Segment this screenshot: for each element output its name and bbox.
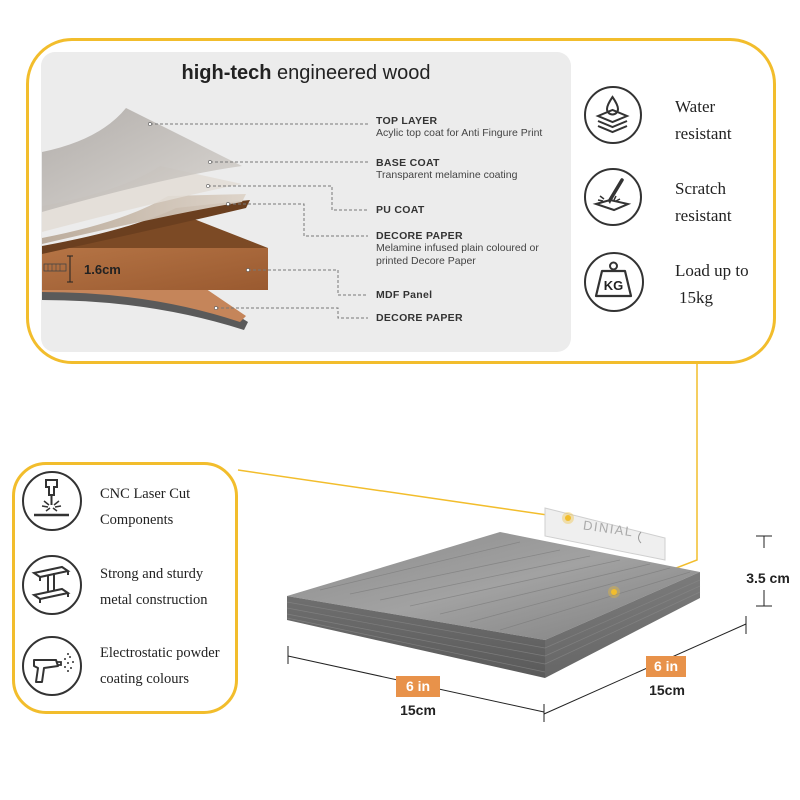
shelf-side [545, 572, 700, 678]
label-decore-paper-desc: Melamine infused plain coloured or [376, 242, 539, 254]
label-decore-paper-bottom-title: DECORE PAPER [376, 312, 463, 324]
shelf-top [287, 532, 700, 640]
label-base-coat: BASE COAT Transparent melamine coating [376, 157, 517, 182]
leader-lines [150, 123, 368, 319]
label-top-layer: TOP LAYER Acylic top coat for Anti Fingu… [376, 115, 542, 140]
dimension-width-cm: 15cm [649, 682, 685, 698]
layer-mdf-front [42, 248, 268, 290]
label-mdf-panel: MDF Panel [376, 289, 432, 301]
dimension-depth-cm: 15cm [400, 702, 436, 718]
label-pu-coat: PU COAT [376, 204, 425, 216]
feature-cnc: CNC Laser Cut Components [100, 481, 190, 533]
label-top-layer-desc: Acylic top coat for Anti Fingure Print [376, 127, 543, 139]
layer-base-coat [42, 166, 242, 232]
shelf-front [287, 596, 545, 678]
feature-powder: Electrostatic powder coating colours [100, 640, 220, 692]
top-feature-panel [26, 38, 776, 364]
water-drop-icon [584, 86, 642, 144]
label-base-coat-title: BASE COAT [376, 157, 440, 169]
label-decore-paper-desc2: printed Decore Paper [376, 255, 476, 267]
spray-gun-icon [22, 636, 82, 696]
label-decore-paper-title: DECORE PAPER [376, 230, 463, 242]
layer-top [42, 108, 242, 212]
ruler-mark [43, 263, 67, 272]
feature-scratch-line1: Scratch [675, 179, 726, 198]
feature-cnc-line1: CNC Laser Cut [100, 486, 191, 502]
weight-icon-text: KG [603, 278, 624, 293]
layer-decore-top [42, 200, 250, 254]
main-title: high-tech engineered wood [0, 62, 612, 85]
feature-metal-line2: metal construction [100, 592, 208, 608]
dimension-width-in: 6 in [646, 656, 686, 677]
feature-load: Load up to 15kg [675, 257, 749, 311]
scratch-icon [584, 168, 642, 226]
main-title-rest: engineered wood [271, 62, 431, 84]
feature-scratch: Scratch resistant [675, 175, 732, 229]
feature-load-line2: 15kg [679, 288, 713, 307]
label-decore-paper: DECORE PAPER Melamine infused plain colo… [376, 230, 539, 268]
feature-load-line1: Load up to [675, 261, 749, 280]
label-decore-paper-bottom: DECORE PAPER [376, 312, 463, 324]
laser-cut-icon [22, 471, 82, 531]
feature-water-line2: resistant [675, 124, 732, 143]
weight-icon: KG [584, 252, 644, 312]
main-title-bold: high-tech [181, 62, 272, 84]
steel-beam-icon [22, 555, 82, 615]
dimension-depth-in: 6 in [396, 676, 440, 697]
shelf-bracket [544, 507, 666, 561]
feature-water-line1: Water [675, 97, 716, 116]
layer-pu [42, 194, 246, 244]
feature-metal-line1: Strong and sturdy [100, 566, 204, 582]
feature-water: Water resistant [675, 93, 732, 147]
feature-scratch-line2: resistant [675, 206, 732, 225]
label-mdf-panel-title: MDF Panel [376, 289, 433, 301]
feature-metal: Strong and sturdy metal construction [100, 561, 208, 613]
label-base-coat-desc: Transparent melamine coating [376, 169, 518, 181]
label-top-layer-title: TOP LAYER [376, 115, 438, 127]
thickness-label: 1.6cm [84, 262, 121, 277]
dimension-height: 3.5 cm [746, 570, 790, 586]
label-pu-coat-title: PU COAT [376, 204, 425, 216]
feature-powder-line2: coating colours [100, 671, 189, 687]
feature-cnc-line2: Components [100, 512, 174, 528]
feature-powder-line1: Electrostatic powder [100, 645, 220, 661]
